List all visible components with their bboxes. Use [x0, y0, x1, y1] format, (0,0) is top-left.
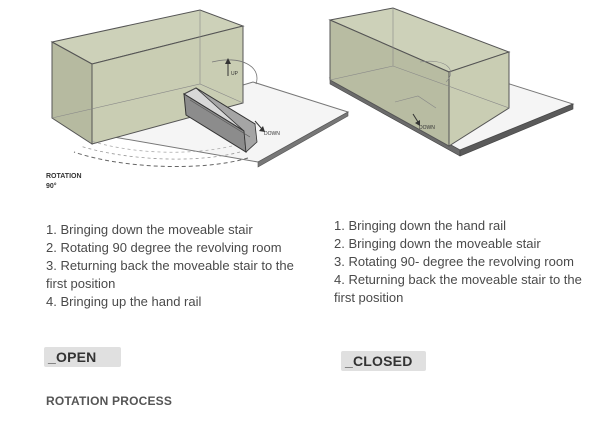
closed-down-label: DOWN: [419, 125, 435, 131]
open-steps-list: 1. Bringing down the moveable stair 2. R…: [46, 221, 308, 311]
open-step-item: 1. Bringing down the moveable stair: [46, 222, 253, 237]
open-state-label: _OPEN: [44, 347, 121, 367]
open-moveable-stair: [182, 87, 258, 153]
open-step-item: 4. Bringing up the hand rail: [46, 294, 202, 309]
closed-step-item: 1. Bringing down the hand rail: [334, 218, 507, 233]
closed-state-label: _CLOSED: [341, 351, 426, 371]
closed-down-arrow-icon: [412, 113, 420, 126]
rotation-angle: 90°: [46, 182, 57, 190]
up-arrow-icon: [225, 58, 231, 76]
open-state-diagram: UP DOWN ROTATION 90°: [46, 9, 350, 190]
diagram-drawings: UP DOWN ROTATION 90°: [46, 7, 575, 190]
rotation-arc: [73, 151, 249, 168]
figure-caption: ROTATION PROCESS: [46, 394, 173, 408]
closed-step-item: 2. Bringing down the moveable stair: [334, 236, 541, 251]
rotation-label: ROTATION: [46, 173, 82, 180]
closed-step-item: 3. Rotating 90- degree the revolving roo…: [334, 254, 574, 269]
closed-revolving-room: [328, 7, 511, 147]
open-step-item: 3. Returning back the moveable stair to …: [46, 258, 294, 291]
down-arrow-icon: [254, 120, 265, 132]
open-revolving-room: [50, 9, 245, 145]
closed-step-item: 4. Returning back the moveable stair to …: [334, 272, 582, 305]
closed-steps-list: 1. Bringing down the hand rail 2. Bringi…: [334, 217, 596, 307]
open-step-item: 2. Rotating 90 degree the revolving room: [46, 240, 282, 255]
up-label: UP: [231, 71, 239, 77]
open-down-label: DOWN: [264, 131, 280, 137]
closed-state-diagram: DOWN: [328, 7, 575, 157]
open-platform-edge: [257, 111, 349, 168]
